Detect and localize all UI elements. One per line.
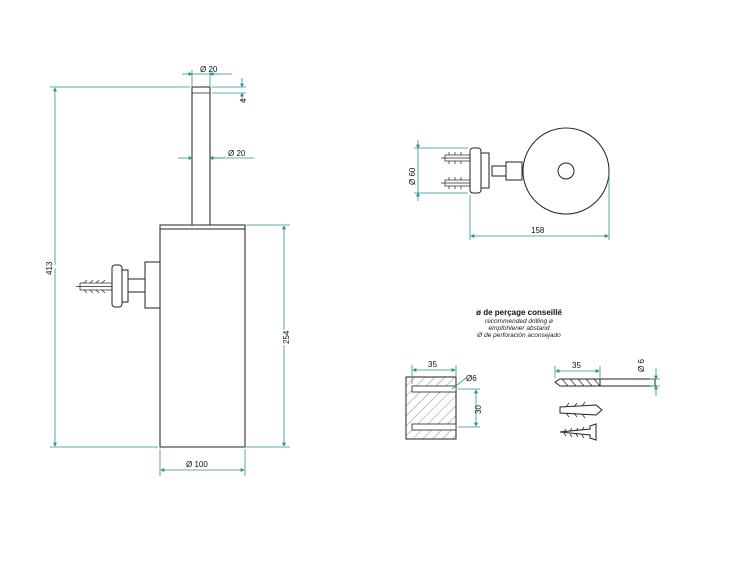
dim-overall-height: 413	[45, 86, 190, 448]
svg-text:35: 35	[428, 360, 437, 369]
svg-text:254: 254	[282, 330, 291, 344]
wall-section: 35 Ø6 30	[405, 360, 483, 440]
drill-hole-lower	[411, 423, 457, 431]
svg-text:35: 35	[572, 361, 581, 370]
drilling-note-title: ø de perçage conseillé	[476, 308, 562, 317]
svg-text:413: 413	[45, 261, 54, 275]
svg-text:158: 158	[531, 226, 545, 235]
container-top-circle	[522, 127, 610, 215]
svg-text:Ø 60: Ø 60	[408, 167, 417, 185]
drilling-note: ø de perçage conseillé recommended drill…	[476, 308, 562, 339]
drilling-note-line3: Ø de perforación aconsejado	[476, 332, 561, 339]
wall-plate-outer	[111, 264, 123, 308]
fixing-screw	[559, 423, 597, 441]
svg-text:Ø6: Ø6	[466, 374, 477, 383]
bracket-connector	[127, 278, 146, 293]
top-wall-plate	[469, 147, 482, 194]
dim-drill-depth-a: 35	[411, 360, 457, 384]
svg-text:Ø 20: Ø 20	[200, 65, 218, 74]
dim-wall-plate-dia: Ø 60	[408, 140, 468, 201]
wall-plate-inner	[121, 269, 129, 303]
bracket-arm	[144, 261, 161, 309]
dim-top-cap-height: 4	[212, 78, 248, 103]
dim-hole-spacing: 30	[458, 388, 483, 428]
wall-plug	[559, 401, 603, 419]
top-wall-plate-inner	[480, 152, 490, 189]
top-screws	[441, 152, 471, 189]
drilling-note-line1: recommended drilling ø	[485, 318, 553, 325]
svg-text:30: 30	[474, 405, 483, 414]
svg-text:4: 4	[239, 98, 248, 103]
svg-text:Ø 20: Ø 20	[228, 149, 246, 158]
dim-drill-depth-b: 35	[554, 361, 601, 378]
drilling-note-line2: empfohlener abstand	[488, 325, 549, 332]
dim-container-dia: Ø 100	[159, 449, 246, 476]
dim-rod-dia: Ø 20	[178, 149, 254, 160]
top-bracket-connector	[491, 165, 507, 177]
front-view: Ø 20 4 Ø 20 413	[45, 65, 291, 476]
container-lid	[159, 224, 246, 230]
top-view: Ø 60 158	[408, 127, 610, 240]
dim-drill-dia-a: Ø6	[451, 374, 477, 390]
dim-container-height: 254	[246, 224, 291, 448]
handle-hole-circle	[557, 162, 575, 180]
drill-bit-shank	[599, 378, 656, 387]
drill-hole-upper	[411, 385, 457, 393]
svg-text:Ø 100: Ø 100	[186, 460, 208, 469]
drill-and-fixings: 35 Ø 6	[554, 359, 660, 441]
drill-bit	[554, 378, 656, 387]
dim-top-rod-dia: Ø 20	[182, 65, 232, 86]
dim-depth: 158	[469, 175, 610, 240]
brush-container	[159, 228, 246, 448]
brush-handle-rod	[191, 86, 211, 226]
dim-drill-dia-b: Ø 6	[637, 359, 660, 396]
svg-text:Ø 6: Ø 6	[637, 359, 646, 372]
top-bracket-neck	[505, 161, 523, 181]
